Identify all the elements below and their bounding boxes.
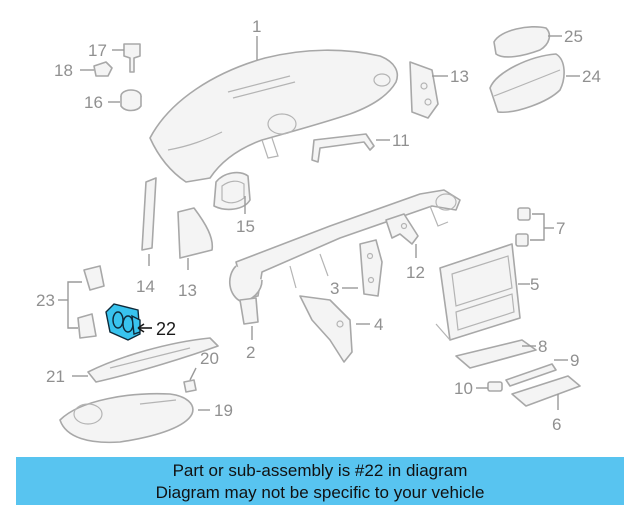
part-20-clip[interactable]: [183, 379, 197, 393]
label-2: 2: [246, 343, 255, 362]
banner-line-2: Diagram may not be specific to your vehi…: [155, 483, 485, 502]
banner-line-1: Part or sub-assembly is #22 in diagram: [172, 461, 468, 480]
label-15: 15: [236, 217, 255, 236]
label-4: 4: [374, 315, 383, 334]
part-17-clip[interactable]: [123, 43, 141, 73]
part-9-strip[interactable]: [505, 363, 557, 387]
label-8: 8: [538, 337, 547, 356]
label-22: 22: [156, 319, 176, 339]
label-23: 23: [36, 291, 55, 310]
parts-diagram: 1 17 18 16 25 24 13 11: [36, 17, 601, 444]
label-13-lower: 13: [178, 281, 197, 300]
label-21: 21: [46, 367, 65, 386]
label-16: 16: [84, 93, 103, 112]
label-12: 12: [406, 263, 425, 282]
part-5-trim-bezel[interactable]: [435, 243, 521, 341]
label-25: 25: [564, 27, 583, 46]
part-12-bracket[interactable]: [385, 213, 419, 245]
part-2-beam[interactable]: [229, 189, 461, 325]
part-14-trim[interactable]: [141, 177, 157, 251]
label-7: 7: [556, 219, 565, 238]
info-banner: Part or sub-assembly is #22 in diagram D…: [16, 457, 624, 505]
label-17: 17: [88, 41, 107, 60]
part-10-clip[interactable]: [487, 381, 503, 392]
part-21-lower-trim[interactable]: [87, 337, 219, 383]
part-13-panel-lower[interactable]: [177, 207, 214, 259]
part-1-instrument-panel[interactable]: [149, 49, 399, 183]
label-13-upper: 13: [450, 67, 469, 86]
label-9: 9: [570, 351, 579, 370]
label-14: 14: [136, 277, 155, 296]
part-3-support[interactable]: [359, 239, 383, 297]
label-6: 6: [552, 415, 561, 434]
part-23-brackets[interactable]: [77, 265, 105, 339]
part-4-bracket[interactable]: [299, 295, 353, 363]
part-22-highlighted[interactable]: [105, 303, 141, 341]
label-19: 19: [214, 401, 233, 420]
label-3: 3: [330, 279, 339, 298]
label-11: 11: [392, 131, 410, 150]
part-13-bracket-upper[interactable]: [409, 61, 439, 119]
part-6-panel[interactable]: [511, 375, 581, 407]
label-1: 1: [252, 17, 261, 36]
part-15-bezel[interactable]: [213, 171, 251, 211]
label-20: 20: [200, 349, 219, 368]
part-18-nut[interactable]: [93, 61, 113, 77]
part-11-brace[interactable]: [311, 133, 375, 163]
label-10: 10: [454, 379, 473, 398]
part-7-caps[interactable]: [515, 207, 531, 247]
part-25-cover[interactable]: [493, 26, 551, 58]
part-24-module[interactable]: [489, 53, 565, 113]
part-16-grommet[interactable]: [120, 89, 142, 112]
part-8-compartment[interactable]: [455, 339, 537, 369]
label-5: 5: [530, 275, 539, 294]
label-18: 18: [54, 61, 73, 80]
part-19-lower-panel[interactable]: [59, 392, 194, 444]
label-24: 24: [582, 67, 601, 86]
